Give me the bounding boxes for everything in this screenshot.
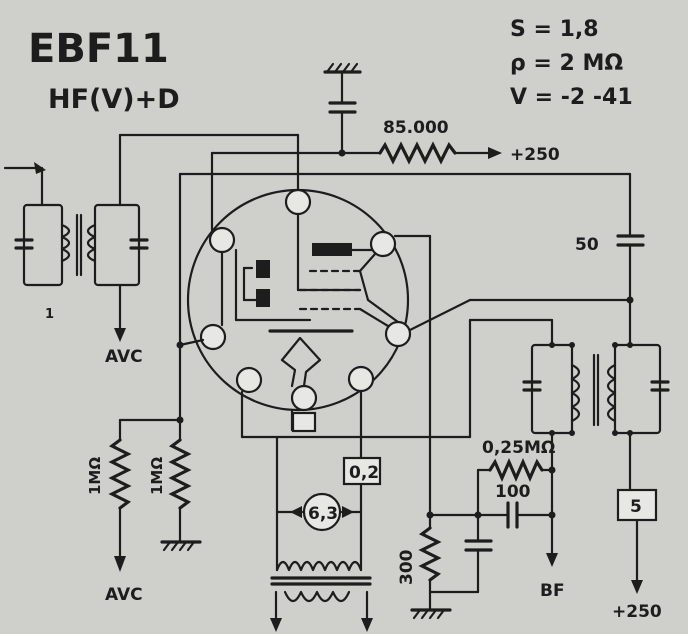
avc-bottom-arrow-icon [114,556,126,572]
tube-pin-right [384,320,412,348]
resistor-1meg-right-label: 1MΩ [148,457,166,495]
supply-plus250-top-label: +250 [510,145,560,165]
heater-current-label: 0,2 [349,463,379,483]
heater-voltage-label: 6,3 [308,504,338,524]
arrow-right-icon [488,147,502,159]
input-tank-left [22,203,64,287]
tube-function-subtitle: HF(V)+D [48,84,180,115]
heater-connector-box [291,411,317,433]
capacitor-100-label: 100 [495,482,531,502]
ground-cathode-icon [410,608,452,620]
bf-arrow-icon [546,553,558,567]
tube-pin-left [199,323,227,351]
filter-capacitor-100 [506,501,519,529]
grid-resistor-1meg-left [108,438,132,510]
tube-pin-bottom [290,384,318,412]
coupling-capacitor-50 [616,234,645,247]
diode-load-resistor [488,458,544,482]
tube-pin-upper-left [208,226,236,254]
tube-electrodes [256,243,362,388]
supply-arrow-icon [631,580,643,594]
heater-transformer [270,553,373,632]
avc-left-label: AVC [105,347,143,367]
cathode-bypass-capacitor [464,539,493,552]
param-grid-voltage: V = -2 -41 [510,85,633,110]
cathode-resistor-300 [418,526,442,582]
bf-output-label: BF [540,581,565,601]
tube-pin-upper-right [369,230,397,258]
tube-pin-lower-right [347,365,375,393]
capacitor-50-label: 50 [575,235,599,255]
tube-pin-top [284,188,312,216]
anode-resistor-85k [378,141,457,165]
avc-arrow-icon [114,328,126,342]
resistor-1meg-left-label: 1MΩ [86,457,104,495]
output-coil-primary [570,363,581,423]
heater-current-box [342,456,382,486]
resistor-85k-label: 85.000 [383,118,449,138]
grid-resistor-1meg-right [168,438,192,510]
decoupling-capacitor [328,101,357,114]
heater-voltage-circle [302,492,342,532]
input-coil-primary [60,223,71,263]
param-internal-resistance: ρ = 2 MΩ [510,51,623,76]
tube-type-title: EBF11 [28,26,169,72]
input-tank-right [93,203,141,287]
tube-pin-lower-left [235,366,263,394]
box-5-label: 5 [630,497,642,517]
terminal-one-label: 1 [45,307,54,322]
param-transconductance: S = 1,8 [510,17,599,42]
resistor-300-label: 300 [397,549,417,585]
avc-bottom-label: AVC [105,585,143,605]
ground-top-icon [323,62,362,74]
supply-plus250-bottom-label: +250 [612,602,662,622]
resistor-diode-label: 0,25MΩ [482,438,555,458]
ground-grid-icon [160,540,202,552]
input-coil-secondary [86,223,97,263]
input-arrow-icon [34,162,46,174]
